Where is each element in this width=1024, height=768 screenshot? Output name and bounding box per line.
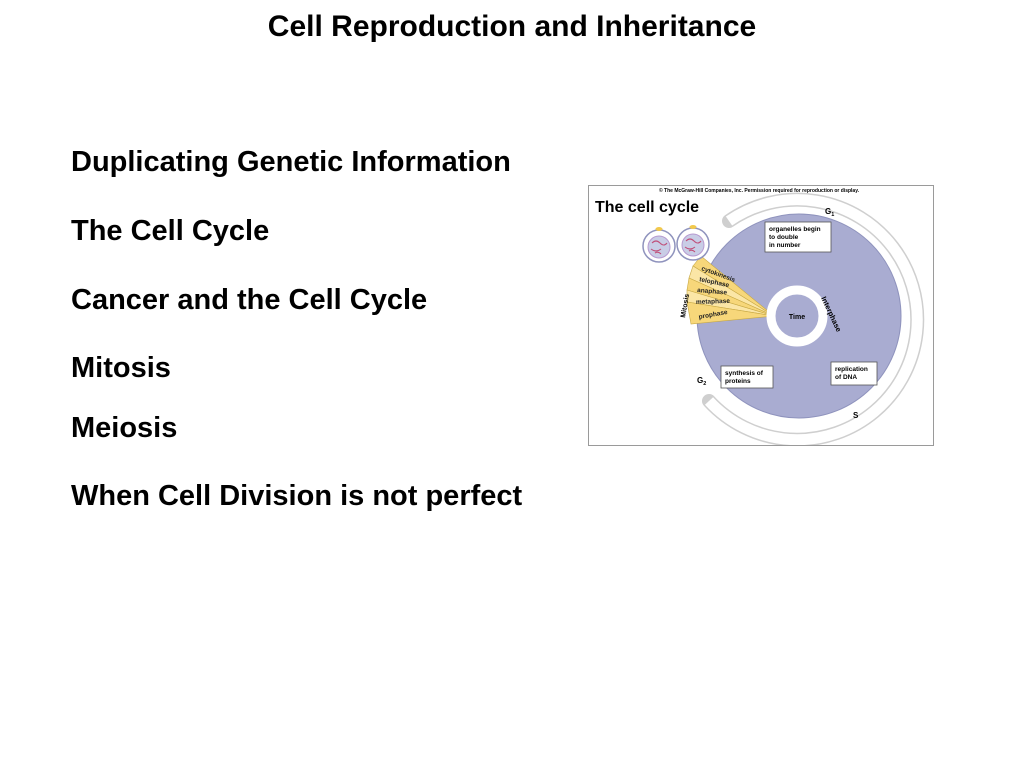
mitosis-wedge (686, 255, 775, 325)
time-arrow (766, 285, 828, 347)
centriole-left (655, 227, 663, 231)
box-organelles-line-3: in number (769, 242, 801, 249)
topic-cancer-and-cell-cycle: Cancer and the Cell Cycle (71, 284, 428, 316)
box-proteins-line-2: proteins (725, 378, 751, 385)
centriole-right (689, 225, 697, 229)
mitosis-label: Mitosis (680, 293, 691, 318)
cell-cycle-diagram: © The McGraw-Hill Companies, Inc. Permis… (595, 187, 925, 445)
copyright-notice: © The McGraw-Hill Companies, Inc. Permis… (659, 187, 860, 194)
box-dna-line-2: of DNA (835, 374, 857, 381)
box-proteins: synthesis of proteins (720, 365, 774, 389)
daughter-nucleus-right (681, 233, 705, 257)
box-dna-text: replication of DNA (835, 366, 870, 381)
chromatin-left (650, 240, 668, 255)
figure-title: The cell cycle (595, 199, 699, 216)
g1-label: G1 (825, 207, 834, 218)
topic-mitosis: Mitosis (71, 352, 171, 384)
box-proteins-text: synthesis of proteins (725, 370, 765, 385)
box-proteins-frame (720, 365, 774, 389)
cell-cycle-figure: © The McGraw-Hill Companies, Inc. Permis… (588, 185, 934, 446)
topic-the-cell-cycle: The Cell Cycle (71, 215, 270, 247)
box-organelles: organelles begin to double in number (764, 221, 832, 253)
box-organelles-line-1: organelles begin (769, 226, 821, 233)
g1-subscript: 1 (831, 212, 834, 218)
s-label: S (853, 411, 859, 420)
g2-subscript: 2 (703, 381, 706, 387)
phase-label-anaphase: anaphase (697, 287, 728, 297)
g2-letter: G (697, 376, 703, 385)
box-organelles-frame (764, 221, 832, 253)
box-dna: replication of DNA (830, 361, 878, 386)
slide-title: Cell Reproduction and Inheritance (267, 10, 757, 43)
g2-label: G2 (697, 376, 706, 387)
chromatin-right (684, 238, 702, 253)
g1-letter: G (825, 207, 831, 216)
time-label: Time (789, 314, 805, 321)
phase-label-metaphase: metaphase (696, 298, 731, 306)
topic-duplicating-genetic-information: Duplicating Genetic Information (71, 146, 511, 178)
phase-prophase-band (686, 301, 775, 325)
time-center (776, 295, 818, 337)
topic-when-cell-division-not-perfect: When Cell Division is not perfect (71, 480, 523, 512)
box-dna-line-1: replication (835, 366, 868, 373)
topic-meiosis: Meiosis (71, 412, 178, 444)
box-organelles-line-2: to double (769, 234, 799, 241)
box-organelles-text: organelles begin to double in number (769, 226, 822, 249)
outer-cycle-arrow-inner (704, 194, 923, 445)
daughter-cells (642, 225, 710, 263)
daughter-nucleus-left (647, 235, 671, 259)
box-dna-frame (830, 361, 878, 386)
box-proteins-line-1: synthesis of (725, 370, 764, 377)
